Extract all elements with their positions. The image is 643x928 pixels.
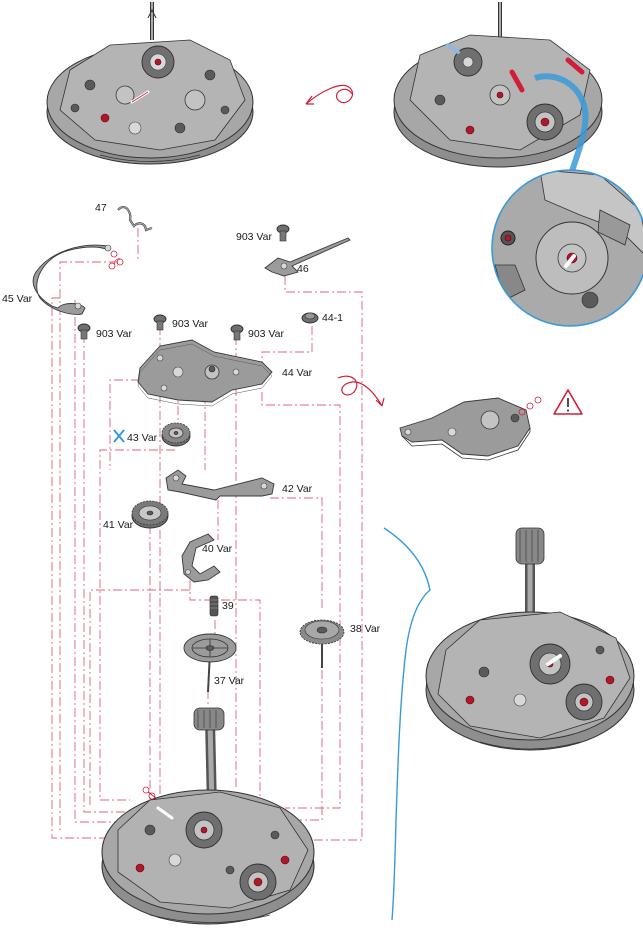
part-label-45: 45 Var (2, 293, 33, 305)
part-903-screw-right: 903 Var (230, 324, 284, 341)
movement-top-left (46, 2, 254, 165)
part-38-wheel: 38 Var (299, 619, 381, 668)
warning-triangle-icon (553, 389, 583, 415)
x-mark-icon (113, 429, 125, 443)
part-label-47: 47 (95, 202, 107, 214)
part-41-wheel: 41 Var (103, 500, 169, 531)
rotate-arrow-icon (337, 375, 385, 407)
part-label-903-top: 903 Var (236, 231, 272, 243)
part-39-pinion: 39 (209, 595, 234, 617)
part-903-screw-top: 903 Var (236, 224, 290, 243)
part-903-screw-center: 903 Var (153, 314, 208, 331)
part-44-bridge: 44 Var (137, 339, 313, 407)
part-label-903-center: 903 Var (172, 318, 208, 330)
movement-bottom-right (425, 527, 635, 751)
part-label-44: 44 Var (282, 367, 313, 379)
part-label-39: 39 (222, 600, 234, 612)
part-label-38: 38 Var (350, 623, 381, 635)
part-label-41: 41 Var (103, 519, 134, 531)
part-903-screw-left: 903 Var (77, 323, 132, 340)
part-40-lever: 40 Var (181, 533, 233, 583)
rotate-arrow-icon (305, 84, 354, 105)
callout-connector (534, 73, 589, 179)
part-label-40: 40 Var (202, 543, 233, 555)
part-43-wheel: 43 Var (113, 422, 191, 447)
part-45-lever: 45 Var (2, 244, 124, 315)
part-label-44-1: 44-1 (322, 312, 343, 324)
part-42-lever: 42 Var (165, 469, 313, 501)
movement-top-right (393, 2, 603, 168)
section-divider (383, 527, 431, 921)
part-44-1-jewel: 44-1 (301, 312, 343, 324)
part-label-903-right: 903 Var (248, 328, 284, 340)
movement-bottom (101, 707, 315, 925)
part-37-wheel: 37 Var (183, 633, 245, 693)
part-label-37: 37 Var (214, 675, 245, 687)
assembly-guide-lines (51, 228, 363, 841)
part-label-903-left: 903 Var (96, 328, 132, 340)
part-47-spring: 47 (95, 202, 153, 232)
part-44-bridge-flipped (399, 396, 542, 461)
part-label-46: 46 (297, 263, 309, 275)
part-label-43: 43 Var (127, 432, 158, 444)
part-label-42: 42 Var (282, 483, 313, 495)
part-46-spring: 46 (264, 237, 351, 277)
zoom-detail-circle (491, 169, 643, 327)
